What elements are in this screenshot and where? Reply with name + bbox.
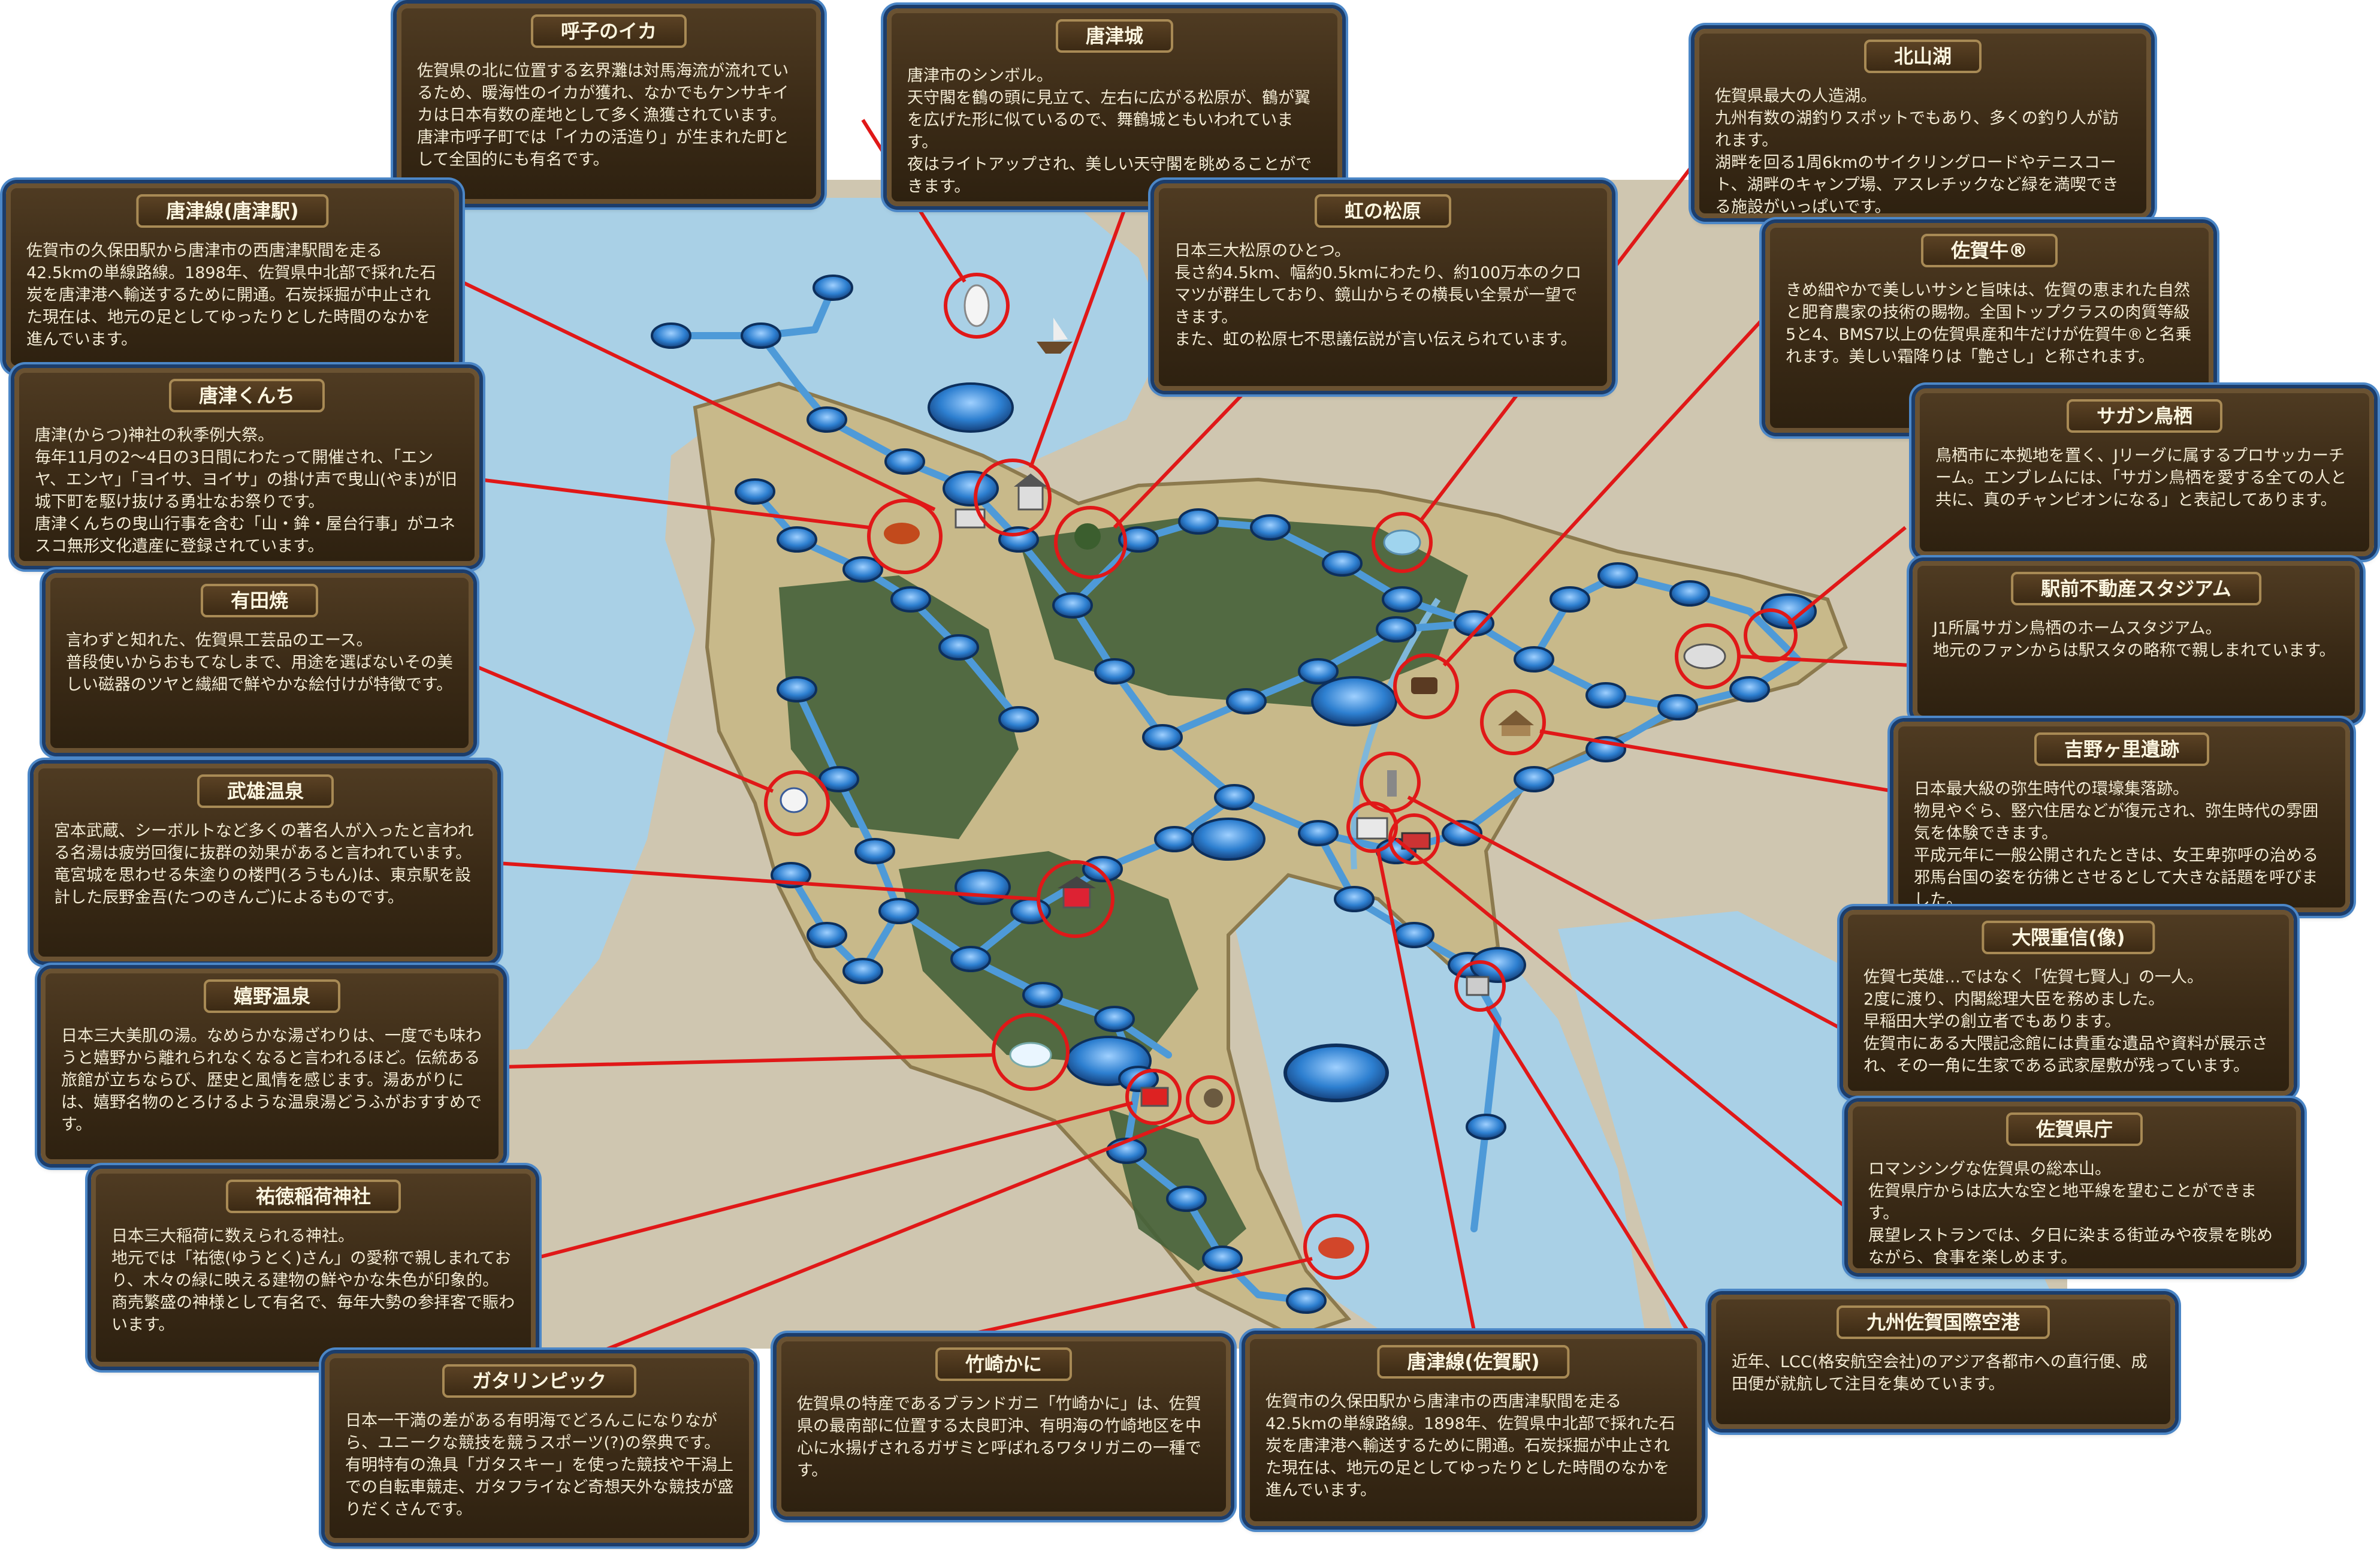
shrine-icon [1140,1087,1169,1107]
crab-icon [1318,1237,1354,1259]
card-body: 佐賀県の北に位置する玄界灘は対馬海流が流れているため、暖海性のイカが獲れ、なかで… [417,62,789,169]
card-title: 九州佐賀国際空港 [1836,1305,2050,1339]
card-title: 唐津城 [1055,19,1174,53]
card-body: 佐賀市の久保田駅から唐津市の西唐津駅間を走る42.5kmの単線路線。1898年、… [26,242,436,349]
card-title: 嬉野温泉 [203,979,341,1013]
card-title: 有田焼 [200,584,319,617]
card-title: 唐津線(佐賀駅) [1377,1345,1570,1379]
route-nodes [651,275,1817,1314]
card-body: 唐津市のシンボル。 天守閣を鶴の頭に見立て、左右に広がる松原が、鶴が翼を広げた形… [907,67,1312,196]
card-yobuko-ika: 呼子のイカ 佐賀県の北に位置する玄界灘は対馬海流が流れているため、暖海性のイカが… [397,4,821,204]
card-saga-pref-office: 佐賀県庁 ロマンシングな佐賀県の総本山。 佐賀県庁からは広大な空と地平線を望むこ… [1848,1102,2301,1273]
card-body: 唐津(からつ)神社の秋季例大祭。 毎年11月の2～4日の3日間にわたって開催され… [35,426,457,556]
sea-ariake [1228,851,1648,1349]
pottery-icon [780,787,808,813]
card-title: サガン鳥栖 [2066,399,2223,433]
card-yutoku-inari: 祐徳稲荷神社 日本三大稲荷に数えられる神社。 地元では「祐徳(ゆうとく)さん」の… [91,1169,536,1367]
lake-icon [1383,529,1421,556]
card-body: 宮本武蔵、シーボルトなど多くの著名人が入ったと言われる名湯は疲労回復に抜群の効果… [54,822,474,907]
card-body: 佐賀七英雄…ではなく「佐賀七賢人」の一人。 2度に渡り、内閣総理大臣を務めました… [1863,968,2268,1075]
river [1350,598,1441,870]
ship-icon [1037,318,1073,354]
card-title: 武雄温泉 [197,774,334,808]
card-body: 言わずと知れた、佐賀県工芸品のエース。 普段使いからおもてなしまで、用途を選ばな… [66,631,453,694]
castle-icon [1014,474,1047,511]
card-body: 日本一干満の差がある有明海でどろんこになりながら、ユニークな競技を競うスポーツ(… [345,1412,733,1519]
pine-forest-icon [1074,523,1101,550]
card-title: 北山湖 [1863,40,1982,73]
airport-icon [1466,976,1490,996]
card-karatsu-line-north: 唐津線(唐津駅) 佐賀市の久保田駅から唐津市の西唐津駅間を走る42.5kmの単線… [6,183,459,370]
card-body: 鳥栖市に本拠地を置く、Jリーグに属するプロサッカーチーム。エンブレムには、「サガ… [1935,447,2347,509]
squid-icon [964,284,990,327]
card-title: 吉野ヶ里遺跡 [2034,732,2210,766]
card-saga-airport: 九州佐賀国際空港 近年、LCC(格安航空会社)のアジア各都市への直行便、成田便が… [1711,1295,2175,1429]
card-title: 佐賀牛® [1920,234,2058,267]
card-okuma-shigenobu: 大隈重信(像) 佐賀七英雄…ではなく「佐賀七賢人」の一人。 2度に渡り、内閣総理… [1843,910,2294,1096]
card-hokuzan-lake: 北山湖 佐賀県最大の人造湖。 九州有数の湖釣りスポットでもあり、多くの釣り人が訪… [1695,29,2151,218]
leader-lines [460,119,1912,1374]
card-body: J1所属サガン鳥栖のホームスタジアム。 地元のファンからは駅スタの略称で親しまれ… [1933,619,2336,660]
card-title: 駅前不動産スタジアム [2011,572,2261,605]
card-niji-matsubara: 虹の松原 日本三大松原のひとつ。 長さ約4.5km、幅約0.5kmにわたり、約1… [1154,183,1612,391]
card-arita-yaki: 有田焼 言わずと知れた、佐賀県工芸品のエース。 普段使いからおもてなしまで、用途… [46,573,473,753]
cow-icon [1411,677,1437,694]
ruins-icon [1498,710,1534,736]
card-title: 祐徳稲荷神社 [225,1180,401,1213]
card-body: 佐賀市の久保田駅から唐津市の西唐津駅間を走る42.5kmの単線路線。1898年、… [1265,1392,1675,1500]
card-karatsu-kunchi: 唐津くんち 唐津(からつ)神社の秋季例大祭。 毎年11月の2～4日の3日間にわた… [14,368,479,566]
card-body: 日本三大美肌の湯。なめらかな湯ざわりは、一度でも味わうと嬉野から離れられなくなる… [61,1027,482,1134]
card-body: 日本最大級の弥生時代の環壕集落跡。 物見やぐら、竪穴住居などが復元され、弥生時代… [1914,780,2319,909]
mudflat-sport-icon [1204,1088,1223,1108]
card-gatalympic: ガタリンピック 日本一干満の差がある有明海でどろんこになりながら、ユニークな競技… [325,1353,754,1543]
goal-node [1283,1044,1389,1102]
card-title: 呼子のイカ [530,14,687,48]
gate-icon [1058,876,1096,909]
card-title: 竹崎かに [935,1347,1073,1381]
card-body: 佐賀県の特産であるブランドガニ「竹崎かに」は、佐賀県の最南部に位置する太良町沖、… [797,1395,1201,1480]
card-body: 日本三大稲荷に数えられる神社。 地元では「祐徳(ゆうとく)さん」の愛称で親しまれ… [111,1227,515,1334]
card-body: 佐賀県最大の人造湖。 九州有数の湖釣りスポットでもあり、多くの釣り人が訪れます。… [1715,87,2119,216]
card-takeo-onsen: 武雄温泉 宮本武蔵、シーボルトなど多くの著名人が入ったと言われる名湯は疲労回復に… [34,764,497,961]
card-body: 近年、LCC(格安航空会社)のアジア各都市への直行便、成田便が就航して注目を集め… [1732,1353,2148,1394]
card-title: 虹の松原 [1314,194,1452,228]
stadium-icon [1683,643,1726,670]
card-title: 佐賀県庁 [2006,1112,2143,1146]
card-body: ロマンシングな佐賀県の総本山。 佐賀県庁からは広大な空と地平線を望むことができま… [1868,1160,2273,1267]
card-title: 唐津くんち [168,379,325,412]
building-icon [1356,817,1388,840]
card-sagan-tosu: サガン鳥栖 鳥栖市に本拠地を置く、Jリーグに属するプロサッカーチーム。エンブレム… [1915,388,2374,556]
festival-float-icon [884,523,920,544]
card-ureshino-onsen: 嬉野温泉 日本三大美肌の湯。なめらかな湯ざわりは、一度でも味わうと嬉野から離れら… [41,969,503,1164]
card-title: 大隈重信(像) [1982,921,2155,954]
card-body: 日本三大松原のひとつ。 長さ約4.5km、幅約0.5kmにわたり、約100万本の… [1174,242,1582,349]
card-body: きめ細やかで美しいサシと旨味は、佐賀の恵まれた自然と肥育農家の技術の賜物。全国ト… [1786,281,2192,366]
card-takezaki-kani: 竹崎かに 佐賀県の特産であるブランドガニ「竹崎かに」は、佐賀県の最南部に位置する… [777,1337,1231,1516]
statue-icon [1387,770,1397,797]
card-yoshinogari: 吉野ヶ里遺跡 日本最大級の弥生時代の環壕集落跡。 物見やぐら、竪穴住居などが復元… [1893,722,2350,912]
onsen-icon [1009,1042,1052,1068]
card-ekimae-stadium: 駅前不動産スタジアム J1所属サガン鳥栖のホームスタジアム。 地元のファンからは… [1913,561,2360,720]
card-karatsu-line-saga: 唐津線(佐賀駅) 佐賀市の久保田駅から唐津市の西唐津駅間を走る42.5kmの単線… [1245,1334,1702,1526]
card-title: ガタリンピック [442,1364,637,1398]
card-title: 唐津線(唐津駅) [136,194,329,228]
card-karatsu-castle: 唐津城 唐津市のシンボル。 天守閣を鶴の頭に見立て、左右に広がる松原が、鶴が翼を… [887,8,1342,206]
train-icon [1401,832,1431,850]
